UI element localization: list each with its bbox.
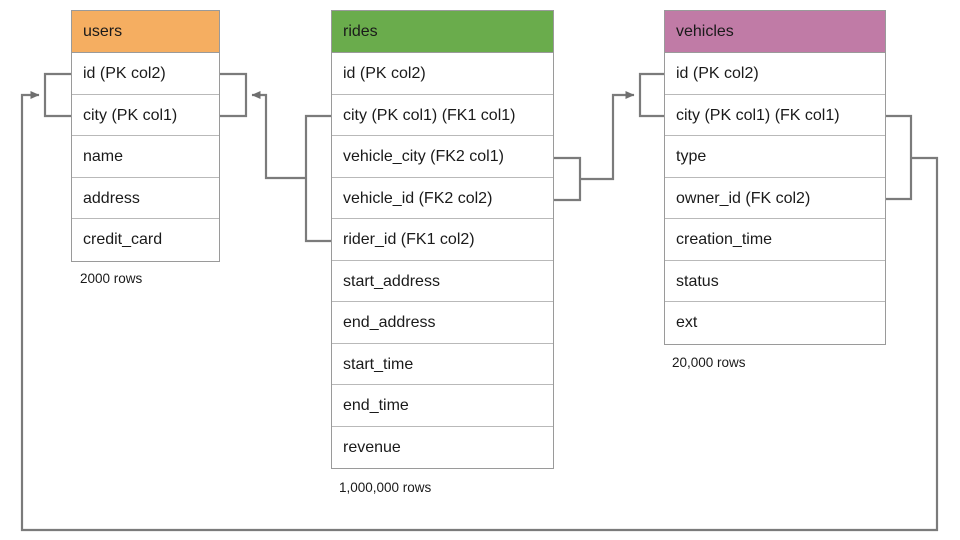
table-rides-header: rides: [332, 11, 553, 53]
table-users-column-city[interactable]: city (PK col1): [72, 95, 219, 136]
table-rides-column-vehicle-id[interactable]: vehicle_id (FK2 col2): [332, 178, 553, 219]
table-users-header: users: [72, 11, 219, 53]
table-vehicles-column-id[interactable]: id (PK col2): [665, 53, 885, 95]
table-rides-column-rider-id[interactable]: rider_id (FK1 col2): [332, 219, 553, 261]
table-rides-row-count: 1,000,000 rows: [339, 480, 432, 495]
table-users-column-id[interactable]: id (PK col2): [72, 53, 219, 95]
table-rides-column-start-time[interactable]: start_time: [332, 344, 553, 385]
rides-fk2-bracket: [554, 156, 582, 202]
table-vehicles-row-count: 20,000 rows: [672, 355, 746, 370]
table-users-row-count: 2000 rows: [80, 271, 143, 286]
table-vehicles-column-type[interactable]: type: [665, 136, 885, 178]
table-vehicles-column-status[interactable]: status: [665, 261, 885, 302]
vehicles-left-bracket: [638, 72, 664, 118]
rides-fk1-bracket: [304, 114, 331, 243]
table-rides-column-vehicle-city[interactable]: vehicle_city (FK2 col1): [332, 136, 553, 178]
table-vehicles[interactable]: vehicles id (PK col2) city (PK col1) (FK…: [664, 10, 886, 345]
table-vehicles-column-owner-id[interactable]: owner_id (FK col2): [665, 178, 885, 219]
table-vehicles-column-ext[interactable]: ext: [676, 314, 698, 331]
table-rides-column-revenue[interactable]: revenue: [343, 438, 401, 456]
table-users-column-address[interactable]: address: [72, 178, 219, 219]
table-rides-column-city[interactable]: city (PK col1) (FK1 col1): [332, 95, 553, 136]
table-users[interactable]: users id (PK col2) city (PK col1) name a…: [71, 10, 220, 262]
table-vehicles-column-city[interactable]: city (PK col1) (FK col1): [665, 95, 885, 136]
table-vehicles-header: vehicles: [665, 11, 885, 53]
fk1-connector: [251, 91, 306, 180]
table-users-column-credit-card[interactable]: credit_card: [83, 231, 163, 248]
table-rides-column-end-address[interactable]: end_address: [332, 302, 553, 344]
table-rides-column-end-time[interactable]: end_time: [332, 385, 553, 427]
table-rides-column-id[interactable]: id (PK col2): [332, 53, 553, 95]
table-vehicles-column-creation-time[interactable]: creation_time: [665, 219, 885, 261]
users-right-bracket: [220, 72, 248, 118]
users-left-bracket: [43, 72, 71, 118]
fk2-connector: [580, 91, 635, 181]
vehicles-right-bracket: [886, 114, 913, 201]
table-rides[interactable]: rides id (PK col2) city (PK col1) (FK1 c…: [331, 10, 554, 469]
table-rides-column-start-address[interactable]: start_address: [332, 261, 553, 302]
table-users-column-name[interactable]: name: [72, 136, 219, 178]
